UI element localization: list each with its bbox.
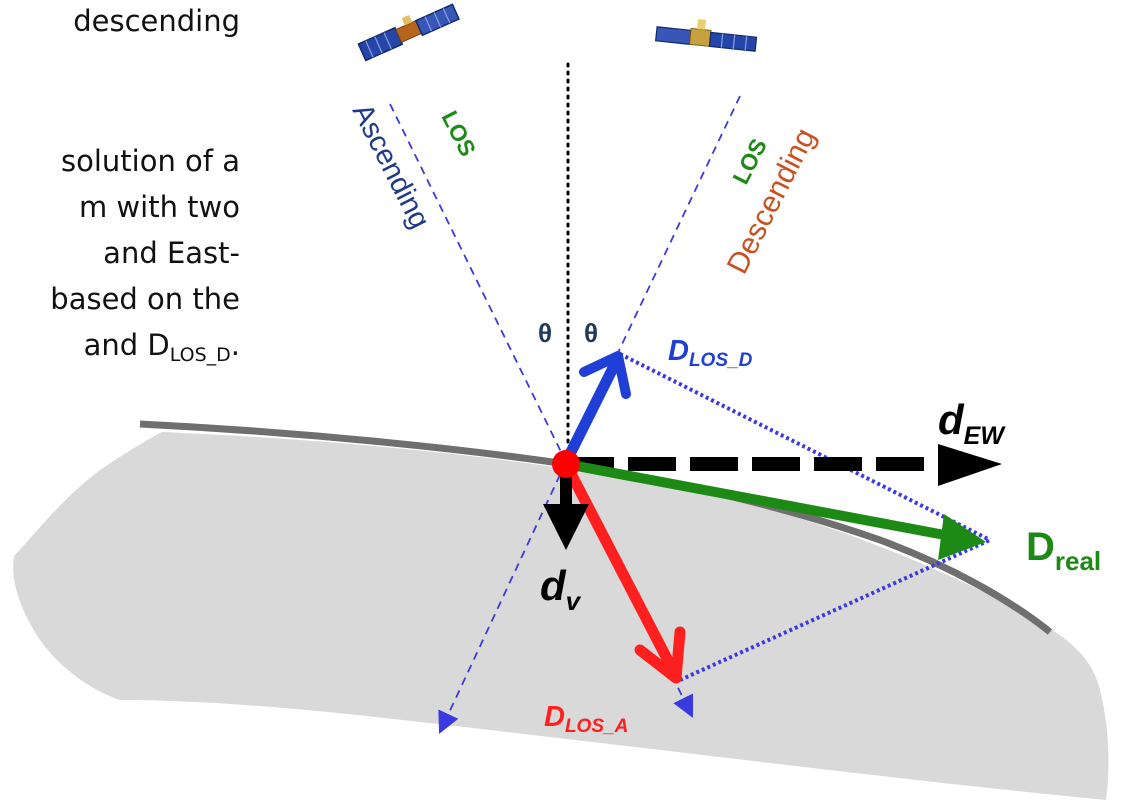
theta-right-label: θ — [584, 318, 598, 348]
theta-left-label: θ — [538, 318, 552, 348]
d-los-d-arrow-head — [579, 351, 631, 399]
d-v-arrow-head — [543, 504, 589, 550]
d-real-arrow-shaft — [565, 459, 951, 541]
text-fragment-1: descending — [73, 4, 240, 38]
d-ew-label-sub: EW — [964, 422, 1007, 450]
ground-block — [13, 432, 1109, 800]
d-ew-label-main: d — [938, 396, 965, 443]
d-los-a-arrow-head — [634, 626, 686, 684]
los-label-left: LOS — [437, 106, 482, 160]
text-fragment-6-suffix: . — [230, 328, 240, 362]
d-real-label: Dreal — [1026, 525, 1101, 576]
text-fragment-4: and East- — [103, 236, 240, 270]
construction-line-los-a — [679, 538, 991, 682]
d-real-arrow-head — [938, 514, 986, 560]
text-fragment-3: m with two — [78, 190, 240, 224]
ascending-label: Ascending — [346, 99, 436, 234]
text-fragment-2: solution of a — [61, 144, 240, 178]
right-satellite-icon — [654, 19, 758, 52]
d-ew-label: dEW — [938, 396, 1006, 450]
d-v-label-main: d — [540, 562, 567, 609]
ascending-los-line — [389, 103, 567, 463]
d-v-label-sub: v — [566, 586, 582, 616]
d-los-a-label: DLOS_A — [544, 701, 628, 737]
text-fragment-5: based on the — [50, 282, 240, 316]
d-real-label-sub: real — [1055, 546, 1101, 576]
text-fragment-6-sub: LOS_D — [169, 344, 231, 366]
d-los-a-arrow-shaft — [560, 458, 682, 682]
d-los-d-label-sub: LOS_D — [689, 350, 753, 371]
d-los-a-label-sub: LOS_A — [565, 716, 628, 737]
d-los-a-label-main: D — [544, 701, 565, 733]
text-fragment-6: and DLOS_D. — [84, 322, 240, 378]
d-v-label: dv — [540, 562, 582, 616]
deformation-point — [552, 450, 580, 478]
d-los-d-label: DLOS_D — [668, 335, 753, 371]
d-los-d-arrow-shaft — [560, 356, 622, 468]
d-los-d-label-main: D — [668, 335, 689, 367]
left-satellite-icon — [357, 3, 460, 62]
text-fragment-6-prefix: and D — [83, 328, 170, 362]
d-real-label-main: D — [1026, 525, 1055, 569]
d-ew-arrow-head — [938, 444, 1002, 486]
